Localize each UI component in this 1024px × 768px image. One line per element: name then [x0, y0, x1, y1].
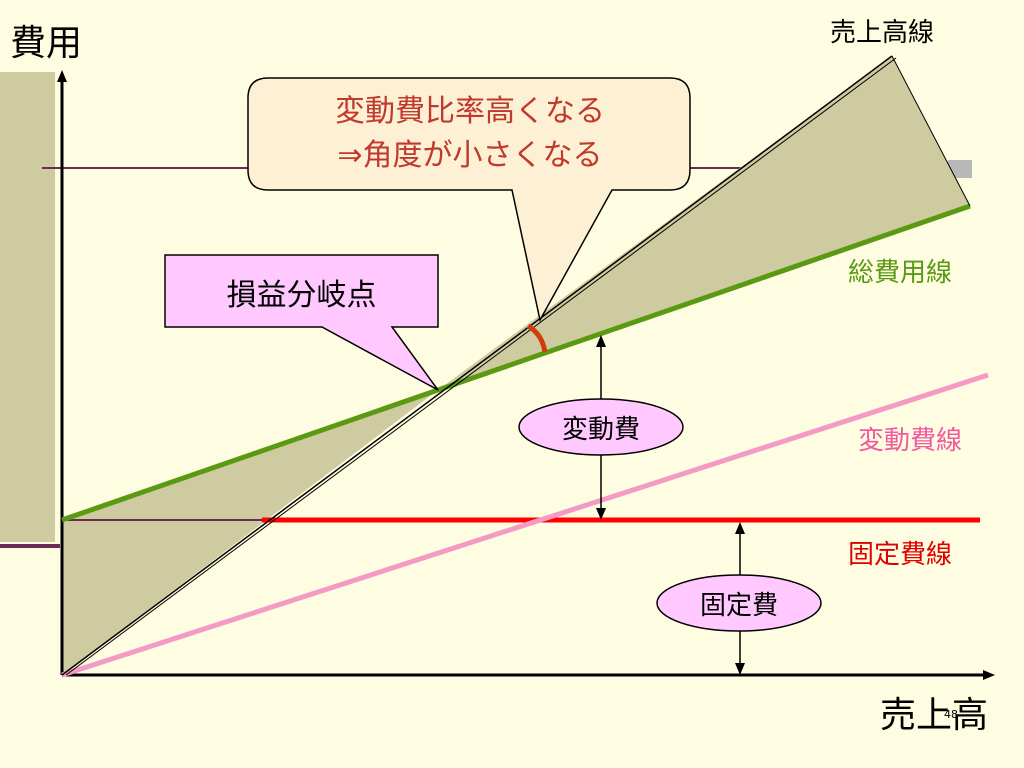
- sales-line-outline: [65, 57, 897, 676]
- fixed-cost-line-label: 固定費線: [848, 540, 953, 570]
- page-number: 48: [944, 708, 958, 721]
- left-decor-bar: [0, 72, 55, 542]
- angle-arc: [526, 323, 548, 353]
- angle-callout-balloon: [247, 77, 691, 323]
- fixed-cost-ellipse: [656, 574, 822, 632]
- y-axis-label: 費用: [10, 23, 83, 64]
- variable-cost-label: 変動費: [561, 415, 640, 445]
- variable-cost-line-label: 変動費線: [858, 426, 963, 456]
- breakeven-callout-text: 損益分岐点: [226, 278, 377, 313]
- total-cost-line: [61, 203, 971, 523]
- y-axis-arrow: [57, 70, 67, 82]
- loss-region: [62, 390, 438, 675]
- sales-line: [61, 55, 893, 676]
- angle-callout-line2: ⇒角度が小さくなる: [337, 138, 603, 173]
- breakeven-callout-box: [164, 254, 439, 391]
- angle-callout: 変動費比率高くなる ⇒角度が小さくなる: [250, 90, 690, 178]
- x-axis-label: 売上高: [880, 695, 989, 736]
- fixed-cost-label: 固定費: [699, 591, 778, 621]
- variable-cost-arrow-bottom: [596, 508, 606, 520]
- sales-line-label: 売上高線: [830, 18, 935, 48]
- angle-callout-line1: 変動費比率高くなる: [335, 94, 605, 129]
- total-cost-line-label: 総費用線: [848, 258, 953, 288]
- fixed-cost-arrow-top: [735, 522, 745, 534]
- fixed-cost-arrow-bottom: [735, 663, 745, 675]
- profit-region: [438, 56, 970, 390]
- x-axis-arrow: [983, 670, 995, 680]
- variable-cost-arrow-top: [596, 335, 606, 347]
- sales-line-end-cap: [891, 55, 971, 207]
- variable-cost-line: [61, 372, 989, 678]
- variable-cost-ellipse: [518, 398, 684, 456]
- right-decor-bar: [948, 160, 972, 178]
